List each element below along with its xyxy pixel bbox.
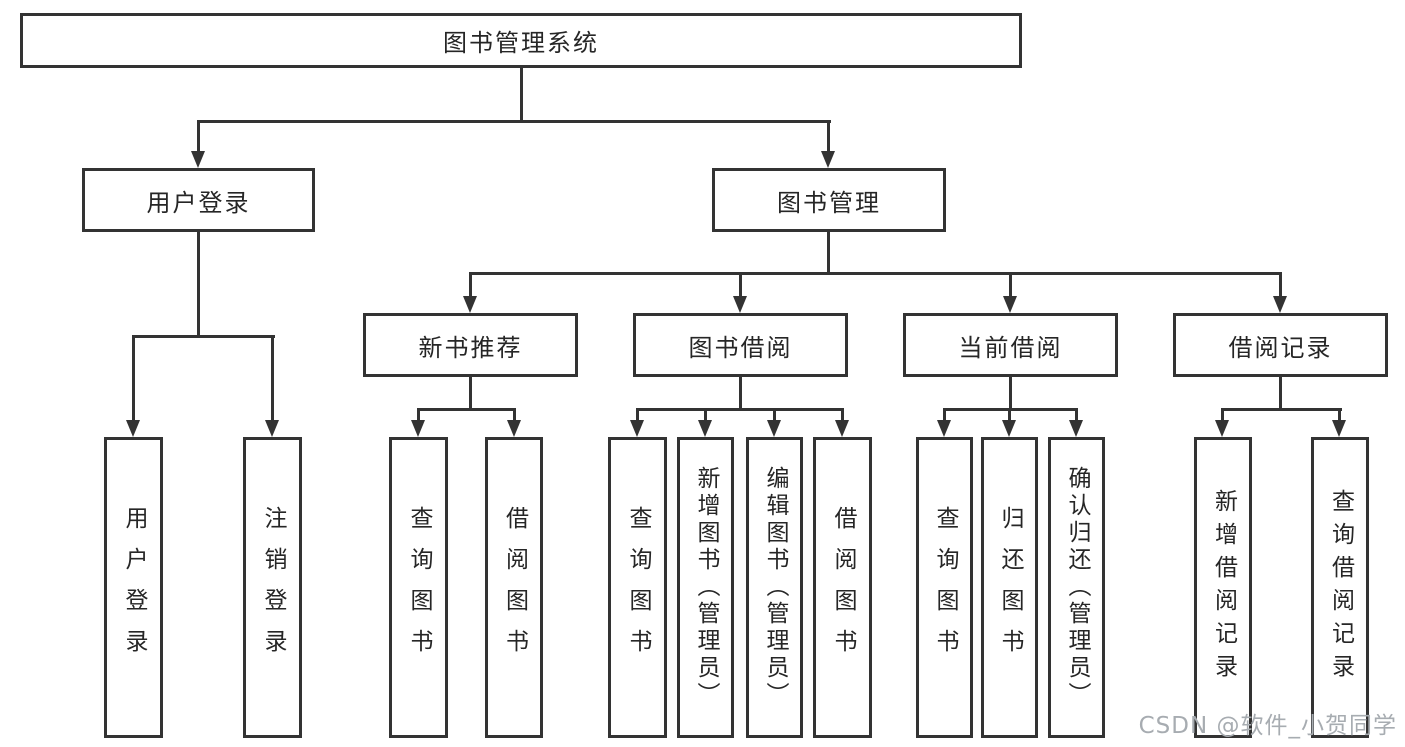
connector-line (704, 411, 707, 421)
connector-line (827, 123, 830, 152)
diagram-leaf-records-query-record: 查询借阅记录 (1311, 437, 1369, 738)
arrow-down-icon (733, 296, 747, 313)
connector-line (197, 232, 200, 336)
node-label: 图书管理系统 (443, 29, 599, 57)
diagram-leaf-borrow-query-books: 查询图书 (608, 437, 667, 738)
diagram-leaf-newbook-borrow-books: 借阅图书 (485, 437, 543, 738)
connector-line (739, 377, 742, 409)
node-label: 图书借阅 (688, 333, 793, 362)
connector-line (1008, 411, 1011, 421)
node-label: 查询图书 (406, 505, 432, 670)
connector-line (1279, 377, 1282, 409)
node-label: 注销登录 (260, 505, 286, 670)
arrow-down-icon (821, 151, 835, 168)
arrow-down-icon (126, 420, 140, 437)
node-label: 归还图书 (997, 505, 1023, 670)
connector-line (132, 335, 275, 338)
connector-line (469, 377, 472, 409)
connector-line (773, 411, 776, 421)
connector-line (271, 338, 274, 421)
connector-line (513, 411, 516, 421)
node-label: 确认归还（管理员） (1064, 466, 1090, 709)
arrow-down-icon (191, 151, 205, 168)
node-label: 新增借阅记录 (1210, 488, 1237, 687)
node-label: 借阅图书 (501, 505, 528, 670)
connector-line (841, 411, 844, 421)
node-label: 新书推荐 (418, 333, 523, 362)
connector-line (417, 411, 420, 421)
connector-line (943, 408, 1078, 411)
node-label: 借阅图书 (830, 505, 856, 670)
node-label: 查询图书 (625, 505, 651, 670)
diagram-node-book-management: 图书管理 (712, 168, 946, 232)
node-label: 用户登录 (121, 505, 147, 670)
connector-line (636, 411, 639, 421)
connector-line (1221, 408, 1342, 411)
diagram-leaf-logout: 注销登录 (243, 437, 302, 738)
arrow-down-icon (698, 420, 712, 437)
connector-line (469, 275, 472, 297)
connector-line (417, 408, 516, 411)
arrow-down-icon (1332, 420, 1346, 437)
diagram-leaf-borrow-edit-books-admin: 编辑图书（管理员） (746, 437, 803, 738)
connector-line (1075, 411, 1078, 421)
node-label: 查询借阅记录 (1327, 488, 1354, 687)
arrow-down-icon (1215, 420, 1229, 437)
arrow-down-icon (1273, 296, 1287, 313)
arrow-down-icon (1003, 296, 1017, 313)
diagram-node-current-borrowing: 当前借阅 (903, 313, 1118, 377)
node-label: 当前借阅 (958, 333, 1063, 362)
diagram-leaf-newbook-query-books: 查询图书 (389, 437, 448, 738)
connector-line (1009, 377, 1012, 409)
arrow-down-icon (835, 420, 849, 437)
arrow-down-icon (1069, 420, 1083, 437)
connector-line (1279, 275, 1282, 297)
node-label: 编辑图书（管理员） (762, 466, 788, 709)
diagram-node-new-book-recommend: 新书推荐 (363, 313, 578, 377)
connector-line (520, 68, 523, 121)
diagram-node-user-login: 用户登录 (82, 168, 315, 232)
arrow-down-icon (507, 420, 521, 437)
connector-line (197, 123, 200, 152)
connector-line (1009, 275, 1012, 297)
arrow-down-icon (463, 296, 477, 313)
diagram-leaf-user-login: 用户登录 (104, 437, 163, 738)
arrow-down-icon (937, 420, 951, 437)
diagram-leaf-current-query-books: 查询图书 (916, 437, 973, 738)
arrow-down-icon (265, 420, 279, 437)
connector-line (943, 411, 946, 421)
diagram-leaf-borrow-add-books-admin: 新增图书（管理员） (677, 437, 734, 738)
connector-line (1338, 411, 1341, 421)
node-label: 图书管理 (777, 188, 881, 217)
node-label: 借阅记录 (1228, 333, 1333, 362)
arrow-down-icon (1002, 420, 1016, 437)
diagram-node-root: 图书管理系统 (20, 13, 1022, 68)
diagram-leaf-current-return-books: 归还图书 (981, 437, 1038, 738)
diagram-node-borrow-records: 借阅记录 (1173, 313, 1388, 377)
connector-line (739, 275, 742, 297)
diagram-leaf-borrow-borrow-books: 借阅图书 (813, 437, 872, 738)
csdn-watermark: CSDN @软件_小贺同学 (1138, 713, 1397, 739)
arrow-down-icon (767, 420, 781, 437)
node-label: 新增图书（管理员） (693, 466, 719, 709)
node-label: 用户登录 (146, 188, 251, 217)
diagram-node-book-borrowing: 图书借阅 (633, 313, 848, 377)
diagram-leaf-records-add-record: 新增借阅记录 (1194, 437, 1252, 738)
node-label: 查询图书 (932, 505, 958, 670)
connector-line (827, 232, 830, 273)
arrow-down-icon (411, 420, 425, 437)
diagram-leaf-current-confirm-return-admin: 确认归还（管理员） (1048, 437, 1105, 738)
connector-line (197, 120, 831, 123)
connector-line (1221, 411, 1224, 421)
connector-line (636, 408, 844, 411)
connector-line (469, 272, 1282, 275)
arrow-down-icon (630, 420, 644, 437)
connector-line (132, 338, 135, 421)
